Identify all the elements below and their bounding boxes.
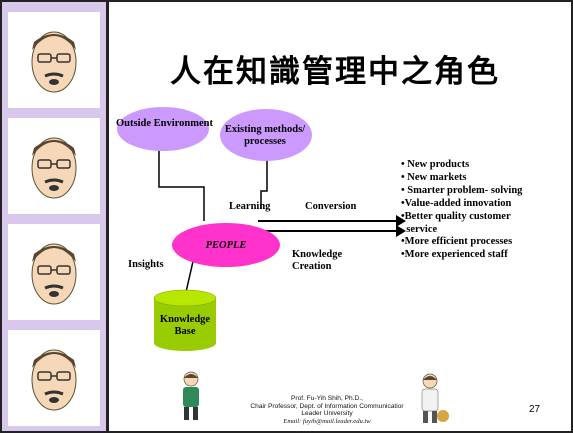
outcome-item: •More efficient processes [401, 236, 513, 248]
slide-title: 人在知識管理中之角色 [170, 54, 500, 90]
outcomes-list: • New products • New markets • Smarter p… [401, 159, 522, 262]
portrait-cartoon-1 [8, 12, 100, 108]
sidebar-portrait-strip [2, 2, 109, 431]
knowledge-base-cylinder-top [153, 289, 217, 307]
portrait-cartoon-3 [8, 224, 100, 320]
conversion-arrowhead-upper [396, 215, 406, 227]
insights-label: Insights [128, 259, 164, 270]
conversion-arrowhead-lower [396, 225, 406, 237]
insights-connector [185, 256, 195, 293]
existing-methods-ellipse [220, 109, 312, 161]
portrait-cartoon-4 [8, 330, 100, 426]
outcome-item: service [401, 223, 438, 235]
knowledge-base-cylinder [154, 298, 216, 351]
knowledge-diagram [117, 107, 406, 351]
knowledge-base-label: Knowledge Base [159, 314, 211, 337]
footer-email: Email: fuyih@mail.leader.edu.tw [283, 417, 371, 425]
learning-label: Learning [229, 201, 271, 212]
people-ellipse [172, 223, 280, 267]
people-label: PEOPLE [205, 240, 247, 251]
outcome-item: • Smarter problem- solving [401, 184, 523, 196]
outside-environment-ellipse [117, 107, 209, 151]
presenter-figure-right [421, 373, 449, 423]
existing-methods-label: Existing methods/ processes [224, 124, 306, 147]
outcome-item: • New markets [401, 171, 467, 183]
presenter-figure-left [183, 371, 199, 420]
outside-environment-label: Outside Environment [116, 118, 213, 129]
footer-position: Chair Professor, Dept. of Information Co… [250, 402, 404, 410]
outcome-item: •Value-added innovation [401, 197, 512, 209]
footer-author: Prof. Fu-Yih Shih, Ph.D., [291, 395, 363, 402]
outside-environment-connector [158, 149, 205, 221]
outcome-item: •Better quality customer [401, 210, 511, 222]
outcome-item: • New products [401, 159, 470, 170]
footer-credits: Prof. Fu-Yih Shih, Ph.D., Chair Professo… [222, 395, 432, 425]
page-number: 27 [529, 404, 541, 415]
knowledge-creation-label: Knowledge Creation [292, 249, 343, 272]
conversion-label: Conversion [305, 201, 357, 212]
outcome-item: •More experienced staff [401, 249, 508, 261]
existing-methods-connector [260, 159, 268, 209]
footer-university: Leader University [301, 410, 353, 418]
portrait-cartoon-2 [8, 118, 100, 214]
